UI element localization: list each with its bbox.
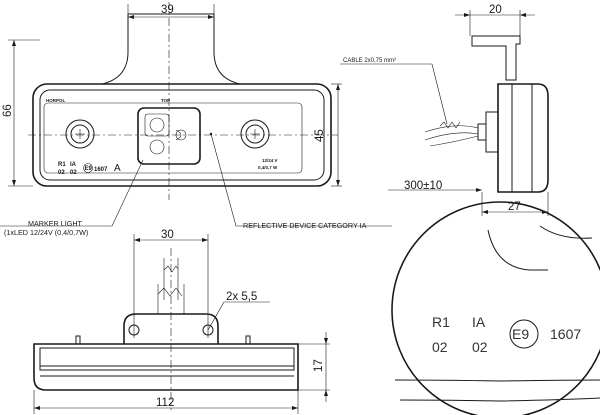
marking-code2: 02 xyxy=(472,339,488,355)
brand-label: HORPOL xyxy=(46,98,66,103)
dim-300: 300±10 xyxy=(404,180,442,192)
cable-label: CABLE 2x0,75 mm² xyxy=(343,58,396,64)
marking-r1: R1 xyxy=(432,314,450,330)
dim-17: 17 xyxy=(313,359,325,372)
e-mark-front: E9 xyxy=(85,166,93,172)
side-view: 20 CABLE 2x0,75 mm² 300±10 27 xyxy=(340,4,549,216)
e-mark: E9 xyxy=(512,326,529,342)
voltage-label-2: 0,4/0,7 W xyxy=(258,165,278,170)
approval-number: 1607 xyxy=(550,326,581,342)
marking-ia-front: IA xyxy=(70,162,77,168)
letter-a-front: A xyxy=(114,163,121,174)
reflective-label: REFLECTIVE DEVICE CATEGORY IA xyxy=(243,221,367,230)
e-mark-circle xyxy=(509,319,539,349)
dim-39: 39 xyxy=(161,4,174,16)
marking-r1-front: R1 xyxy=(58,162,66,168)
bottom-view: 30 2x 5,5 17 112 xyxy=(33,229,330,414)
top-label: TOP xyxy=(161,98,170,103)
dim-hole: 2x 5,5 xyxy=(226,291,257,303)
dim-20: 20 xyxy=(489,4,502,16)
detail-view: R1 IA 02 02 E9 1607 xyxy=(391,201,600,415)
marking-code1-front: 02 xyxy=(58,170,65,176)
dim-30: 30 xyxy=(161,229,174,241)
voltage-label-1: 12/24 V xyxy=(262,158,278,163)
dim-112: 112 xyxy=(156,397,174,409)
e-mark-circle-front xyxy=(83,163,93,173)
dim-66: 66 xyxy=(2,104,14,117)
marker-light-label-2: (1xLED 12/24V (0,4/0,7W) xyxy=(4,228,88,237)
marker-light-label-1: MARKER LIGHT xyxy=(28,219,83,228)
front-view: HORPOL TOP R1 IA 02 02 E9 1607 A 12/24 V… xyxy=(2,2,342,200)
approval-front: 1607 xyxy=(94,167,108,173)
marking-ia: IA xyxy=(472,314,486,330)
marking-code2-front: 02 xyxy=(70,170,77,176)
dim-45: 45 xyxy=(314,129,326,142)
marking-code1: 02 xyxy=(432,339,448,355)
callouts: MARKER LIGHT (1xLED 12/24V (0,4/0,7W) RE… xyxy=(0,133,392,237)
